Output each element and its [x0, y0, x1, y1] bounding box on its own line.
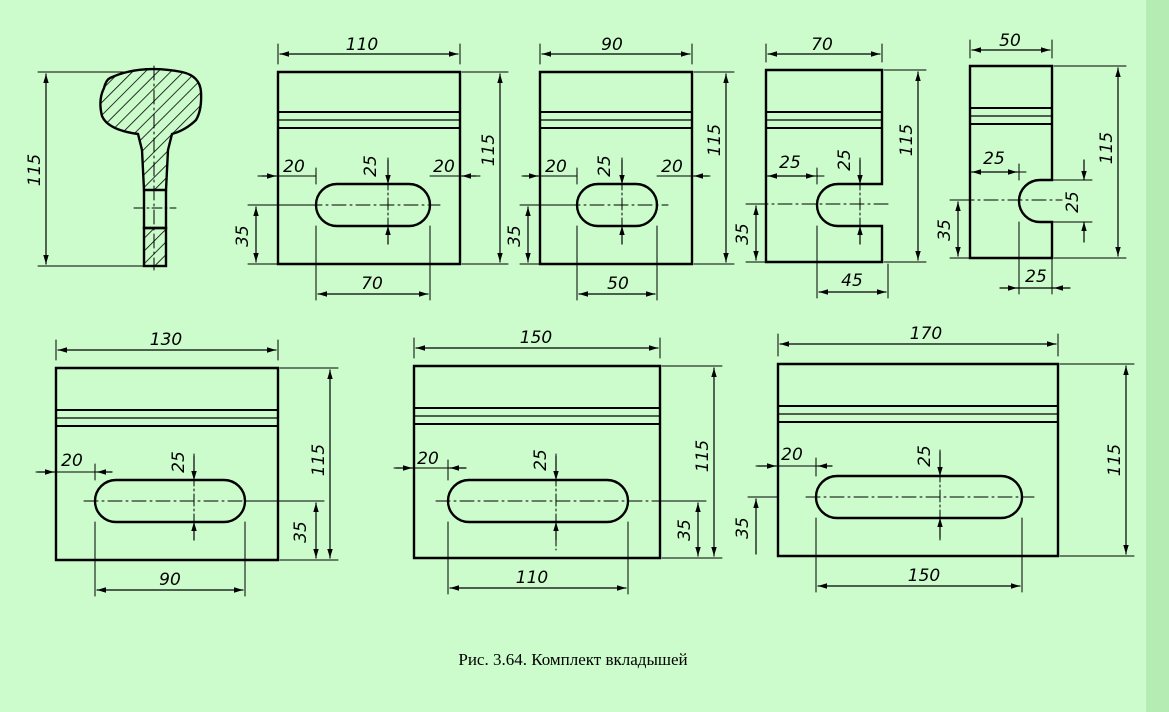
insert-110-height: 115: [479, 134, 499, 166]
rail-profile: 115: [25, 65, 203, 271]
insert-150-width: 150: [520, 328, 552, 348]
insert-50-width: 50: [999, 31, 1021, 51]
insert-150-slot-length: 110: [516, 568, 548, 588]
insert-170-slot-length: 150: [908, 566, 940, 586]
insert-70-left-offset: 25: [779, 153, 801, 173]
insert-130-width: 130: [150, 330, 182, 350]
insert-70-slot-height: 25: [835, 149, 855, 171]
insert-150: 150 115 20 25 35 110: [393, 328, 723, 595]
sheet-edge: [1146, 0, 1169, 712]
insert-90-width: 90: [601, 35, 623, 55]
insert-70-slot-length: 45: [841, 271, 863, 291]
insert-110-width: 110: [346, 35, 378, 55]
insert-50: 50 115 25 25 35 25: [935, 31, 1127, 295]
insert-90-height: 115: [705, 124, 725, 156]
insert-110-left-offset: 20: [283, 157, 305, 177]
insert-50-height: 115: [1097, 132, 1117, 164]
insert-set-drawing: 115 110 115 20 20 25 35 70: [25, 31, 1135, 597]
insert-50-slot-length: 25: [1025, 267, 1047, 287]
insert-130-bottom-offset: 35: [291, 521, 311, 543]
insert-70-width: 70: [811, 35, 833, 55]
insert-170: 170 115 20 25 35 150: [733, 324, 1135, 593]
rail-foot: [142, 226, 168, 268]
insert-110-bottom-offset: 35: [233, 225, 253, 247]
figure-caption: Рис. 3.64. Комплект вкладышей: [458, 650, 688, 669]
rail-section: [99, 67, 203, 192]
insert-110-slot-length: 70: [361, 274, 383, 294]
insert-90-right-offset: 20: [661, 157, 683, 177]
insert-170-bottom-offset: 35: [733, 517, 753, 539]
insert-90: 90 115 20 20 25 35 50: [505, 35, 735, 301]
insert-110-slot-height: 25: [361, 155, 381, 177]
profile-height-label: 115: [25, 154, 45, 186]
insert-130-slot-length: 90: [159, 570, 181, 590]
insert-90-bottom-offset: 35: [505, 225, 525, 247]
insert-130: 130 115 20 25 35 90: [35, 330, 339, 597]
insert-170-width: 170: [910, 324, 942, 344]
insert-50-left-offset: 25: [983, 149, 1005, 169]
insert-150-height: 115: [693, 440, 713, 472]
insert-150-bottom-offset: 35: [675, 519, 695, 541]
insert-130-height: 115: [309, 444, 329, 476]
insert-50-bottom-offset: 35: [935, 219, 955, 241]
insert-90-slot-height: 25: [595, 155, 615, 177]
insert-130-left-offset: 20: [61, 451, 83, 471]
insert-170-slot-height: 25: [915, 445, 935, 467]
insert-70: 70 115 25 25 35 45: [733, 35, 927, 299]
insert-170-left-offset: 20: [781, 445, 803, 465]
insert-110: 110 115 20 20 25 35 70: [233, 35, 509, 301]
insert-150-slot-height: 25: [531, 449, 551, 471]
insert-90-slot-length: 50: [607, 274, 629, 294]
insert-170-height: 115: [1105, 444, 1125, 476]
insert-130-slot-height: 25: [169, 451, 189, 473]
insert-50-slot-height: 25: [1063, 191, 1083, 213]
insert-110-right-offset: 20: [433, 157, 455, 177]
insert-150-left-offset: 20: [417, 449, 439, 469]
rail-web-lower: [142, 188, 168, 230]
insert-70-height: 115: [897, 124, 917, 156]
insert-70-bottom-offset: 35: [733, 223, 753, 245]
insert-90-left-offset: 20: [545, 157, 567, 177]
